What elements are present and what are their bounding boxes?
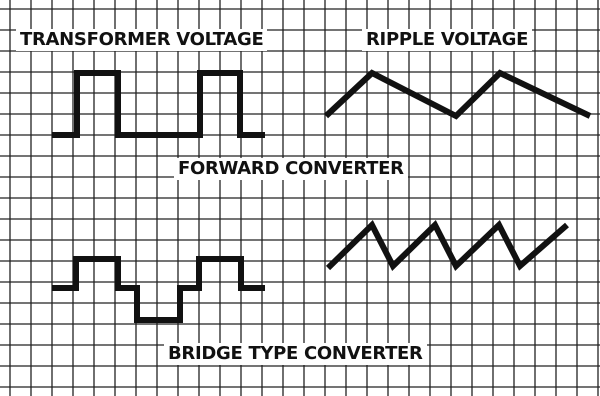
bridge-transformer-waveform [52, 256, 265, 323]
forward-converter-label: FORWARD CONVERTER [174, 158, 408, 180]
ripple-voltage-label: RIPPLE VOLTAGE [362, 29, 533, 51]
bridge-type-converter-label: BRIDGE TYPE CONVERTER [164, 343, 427, 365]
bridge-ripple-waveform [325, 220, 569, 271]
transformer-voltage-label: TRANSFORMER VOLTAGE [16, 29, 268, 51]
forward-ripple-waveform [323, 69, 592, 120]
forward-transformer-waveform [52, 70, 265, 138]
